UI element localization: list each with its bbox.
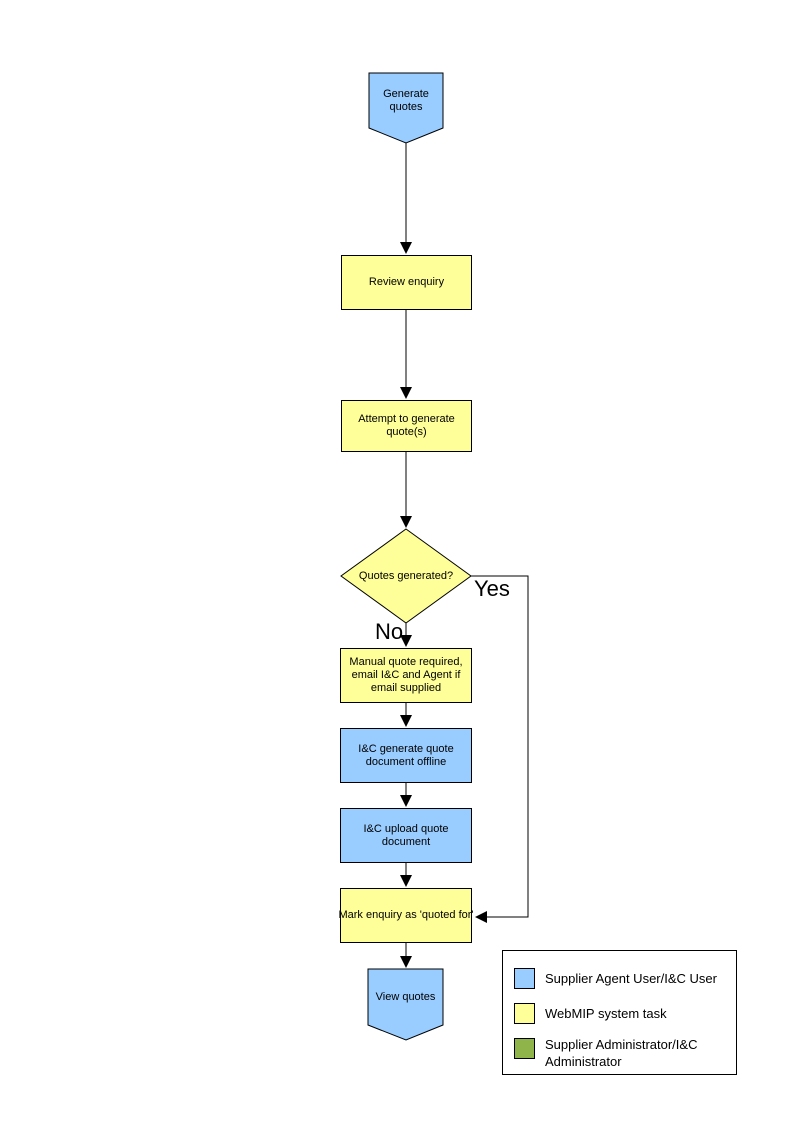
- legend-item-webmip-system-task: WebMIP system task: [514, 1003, 737, 1024]
- node-generate-quotes: Generate quotes: [383, 87, 429, 113]
- node-view-quotes: View quotes: [375, 990, 436, 1003]
- legend-label: Supplier Administrator/I&C Administrator: [545, 1037, 698, 1069]
- edge-label-no: No: [375, 619, 404, 644]
- edge-decision-mark-yes: [471, 575, 529, 923]
- legend-item-supplier-agent-user: Supplier Agent User/I&C User: [514, 968, 737, 989]
- end-terminator-shape: [367, 968, 444, 1041]
- legend-swatch-blue: [514, 968, 535, 989]
- legend-swatch-green: [514, 1038, 535, 1059]
- decision-diamond-shape: [340, 528, 472, 624]
- edge-label-yes: Yes: [474, 576, 510, 601]
- node-mark-enquiry-quoted-for: Mark enquiry as 'quoted for': [338, 888, 474, 943]
- node-ic-upload-quote-document: I&C upload quote document: [340, 808, 472, 863]
- node-review-enquiry: Review enquiry: [341, 255, 472, 310]
- legend-swatch-yellow: [514, 1003, 535, 1024]
- node-manual-quote-required: Manual quote required, email I&C and Age…: [340, 648, 472, 703]
- node-ic-generate-quote-offline: I&C generate quote document offline: [340, 728, 472, 783]
- node-quotes-generated-decision: Quotes generated?: [358, 569, 454, 582]
- legend: Supplier Agent User/I&C User WebMIP syst…: [502, 950, 737, 1075]
- legend-item-supplier-administrator: Supplier Administrator/I&C Administrator: [514, 1037, 737, 1070]
- legend-label: Supplier Agent User/I&C User: [545, 971, 717, 986]
- node-attempt-generate-quotes: Attempt to generate quote(s): [341, 400, 472, 452]
- legend-label: WebMIP system task: [545, 1006, 667, 1021]
- start-terminator-shape: [368, 72, 444, 144]
